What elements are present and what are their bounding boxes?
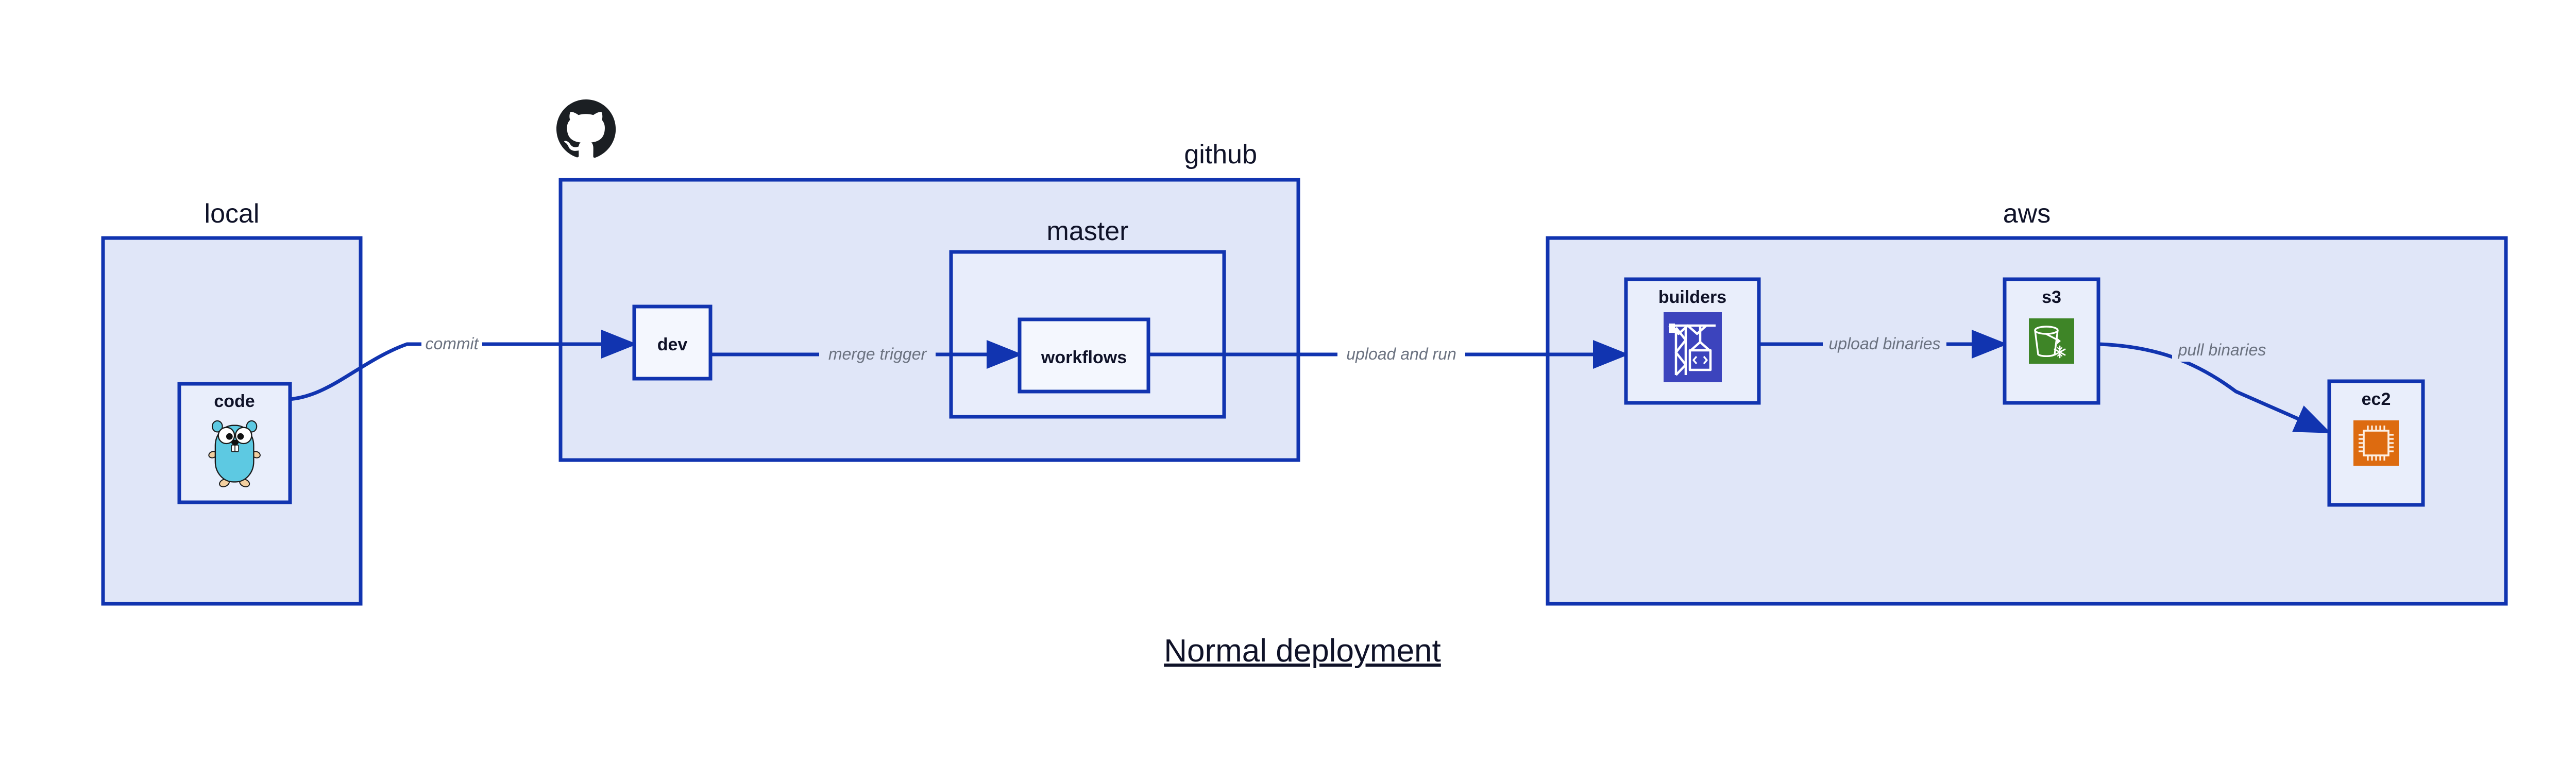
node-workflows-label: workflows bbox=[1041, 348, 1127, 367]
node-ec2[interactable]: ec2 bbox=[2327, 379, 2425, 507]
edge-merge-trigger: merge trigger bbox=[711, 340, 1023, 369]
edge-commit-label-bg bbox=[421, 330, 482, 355]
edge-merge-trigger-label: merge trigger bbox=[828, 345, 927, 363]
node-code-rect bbox=[177, 382, 292, 504]
github-octocat-icon bbox=[556, 99, 616, 158]
node-code-label: code bbox=[214, 392, 255, 411]
node-code[interactable]: code bbox=[177, 382, 292, 504]
edge-upload-binaries: upload binaries bbox=[1757, 330, 2008, 359]
diagram-title: Normal deployment bbox=[1164, 633, 1441, 669]
edge-upload-and-run-label-bg bbox=[1337, 340, 1465, 366]
node-builders[interactable]: builders bbox=[1624, 277, 1761, 405]
edge-commit-line bbox=[288, 330, 637, 401]
edge-commit-label: commit bbox=[425, 334, 479, 353]
node-dev-label: dev bbox=[657, 335, 688, 354]
node-dev[interactable]: dev bbox=[632, 304, 713, 381]
edge-pull-binaries: pull binaries bbox=[2098, 336, 2331, 434]
edge-merge-trigger-label-bg bbox=[819, 340, 936, 366]
go-gopher-icon bbox=[208, 420, 261, 487]
edge-upload-binaries-label-bg bbox=[1823, 330, 1946, 355]
edge-upload-binaries-label: upload binaries bbox=[1828, 334, 1940, 353]
zone-github-label: github bbox=[1184, 140, 1257, 169]
edge-pull-binaries-label: pull binaries bbox=[2178, 341, 2266, 359]
aws-codebuild-icon bbox=[1664, 312, 1722, 382]
node-s3-label: s3 bbox=[2042, 287, 2061, 307]
zone-master-label: master bbox=[1047, 216, 1129, 246]
zone-aws-label: aws bbox=[2003, 199, 2050, 229]
aws-ec2-icon bbox=[2353, 420, 2399, 466]
edge-commit: commit bbox=[288, 330, 637, 401]
node-dev-rect bbox=[632, 304, 713, 381]
node-builders-label: builders bbox=[1658, 287, 1726, 307]
edge-pull-binaries-label-bg bbox=[2172, 336, 2272, 362]
node-s3[interactable]: s3 bbox=[2003, 277, 2100, 405]
aws-s3-glacier-icon bbox=[2029, 318, 2074, 364]
edge-upload-and-run: upload and run bbox=[1150, 340, 1629, 369]
edge-upload-and-run-label: upload and run bbox=[1346, 345, 1456, 363]
node-workflows[interactable]: workflows bbox=[1018, 317, 1150, 394]
node-workflows-rect bbox=[1018, 317, 1150, 394]
zone-local-label: local bbox=[205, 199, 260, 229]
node-ec2-label: ec2 bbox=[2362, 389, 2391, 409]
